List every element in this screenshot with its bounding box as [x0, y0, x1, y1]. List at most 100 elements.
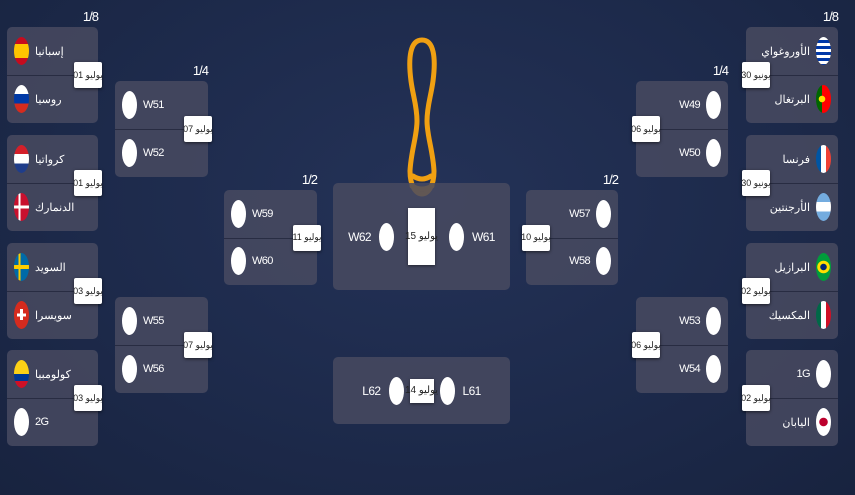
flag-blank-icon	[122, 307, 137, 335]
team-row[interactable]: المكسيك	[746, 291, 838, 339]
flag-blank-icon	[706, 139, 721, 167]
match-date-badge: 30 يونيو	[742, 62, 770, 88]
team-placeholder-icon	[388, 376, 404, 405]
team-row[interactable]: W53	[636, 297, 728, 346]
team-name: W59	[252, 207, 273, 220]
team-name: W54	[679, 363, 700, 375]
team-row[interactable]: كرواتيا	[7, 135, 98, 184]
team-row[interactable]: البرتغال	[746, 75, 838, 123]
team-name: إسبانيا	[35, 45, 64, 58]
round-label-r16: 1/8	[822, 9, 839, 24]
team-name: فرنسا	[782, 153, 810, 166]
team-row[interactable]: إسبانيا	[7, 27, 98, 76]
final-date-badge: 15 يوليو	[405, 208, 439, 265]
team-row[interactable]: روسيا	[7, 75, 98, 123]
team-row[interactable]: 1G	[746, 350, 838, 399]
team-row[interactable]: البرازيل	[746, 243, 838, 292]
team-name: W53	[679, 315, 700, 327]
team-name: W51	[143, 99, 164, 111]
flag-blank-icon	[596, 199, 611, 228]
team-name: الأوروغواي	[761, 45, 810, 58]
team-row[interactable]: W58	[526, 238, 618, 286]
flag-brazil-icon	[816, 253, 831, 281]
round-label-sf: 1/2	[301, 172, 318, 187]
flag-blank-icon	[122, 355, 137, 383]
team-row[interactable]: السويد	[7, 243, 98, 292]
match-date-badge: 30 يونيو	[742, 170, 770, 196]
team-name: W56	[143, 363, 164, 375]
team-row[interactable]: فرنسا	[746, 135, 838, 184]
team-name: روسيا	[35, 93, 62, 106]
team-row[interactable]: الدنمارك	[7, 183, 98, 231]
third-place-date-badge: 14 يوليو	[405, 378, 439, 403]
team-row[interactable]: W49	[636, 81, 728, 130]
team-placeholder-icon	[449, 222, 464, 251]
trophy-icon	[407, 37, 437, 197]
flag-blank-icon	[122, 91, 137, 119]
flag-blank-icon	[706, 355, 721, 383]
team-name: كرواتيا	[35, 153, 65, 166]
final-match[interactable]: W62 15 يوليو W61	[333, 183, 510, 290]
match-r16[interactable]: البرازيل المكسيك 02 يوليو	[742, 243, 838, 339]
team-name: المكسيك	[768, 309, 811, 322]
flag-switzerland-icon	[14, 301, 29, 329]
flag-croatia-icon	[14, 145, 29, 173]
flag-blank-icon	[816, 360, 831, 388]
team-row[interactable]: W57	[526, 190, 618, 239]
flag-mexico-icon	[816, 301, 831, 329]
third-place-team-name: L62	[362, 383, 381, 398]
team-name: سويسرا	[35, 309, 73, 322]
team-row[interactable]: W50	[636, 129, 728, 177]
match-date-badge: 06 يوليو	[632, 332, 660, 358]
team-name: البرتغال	[774, 93, 810, 106]
team-row[interactable]: 2G	[7, 398, 98, 446]
team-row[interactable]: W60	[224, 238, 317, 286]
team-row[interactable]: W54	[636, 345, 728, 393]
team-row[interactable]: W56	[115, 345, 208, 393]
flag-uruguay-icon	[816, 37, 831, 65]
match-date-badge: 02 يوليو	[742, 278, 770, 304]
third-place-match[interactable]: L62 14 يوليو L61	[333, 357, 510, 424]
team-row[interactable]: كولومبيا	[7, 350, 98, 399]
round-label-sf: 1/2	[602, 172, 619, 187]
team-row[interactable]: سويسرا	[7, 291, 98, 339]
match-r16[interactable]: الأوروغواي البرتغال 30 يونيو	[742, 27, 838, 123]
flag-blank-icon	[706, 307, 721, 335]
team-row[interactable]: اليابان	[746, 398, 838, 446]
team-row[interactable]: الأرجنتين	[746, 183, 838, 231]
match-date-badge: 07 يوليو	[184, 116, 212, 142]
team-name: الدنمارك	[35, 201, 75, 214]
team-row[interactable]: W59	[224, 190, 317, 239]
team-row[interactable]: W51	[115, 81, 208, 130]
team-row[interactable]: الأوروغواي	[746, 27, 838, 76]
team-row[interactable]: W55	[115, 297, 208, 346]
team-name: W58	[569, 255, 590, 268]
flag-portugal-icon	[816, 85, 831, 113]
team-name: W55	[143, 315, 164, 327]
match-date-badge: 03 يوليو	[74, 385, 102, 411]
flag-argentina-icon	[816, 193, 831, 221]
team-name: W50	[679, 147, 700, 159]
flag-blank-icon	[14, 408, 29, 436]
team-row[interactable]: W52	[115, 129, 208, 177]
team-placeholder-icon	[379, 222, 394, 251]
flag-denmark-icon	[14, 193, 29, 221]
round-label-r16: 1/8	[82, 9, 99, 24]
flag-spain-icon	[14, 37, 29, 65]
team-name: W49	[679, 99, 700, 111]
round-label-qf: 1/4	[712, 63, 729, 78]
team-name: اليابان	[782, 416, 810, 429]
team-placeholder-icon	[439, 376, 455, 405]
